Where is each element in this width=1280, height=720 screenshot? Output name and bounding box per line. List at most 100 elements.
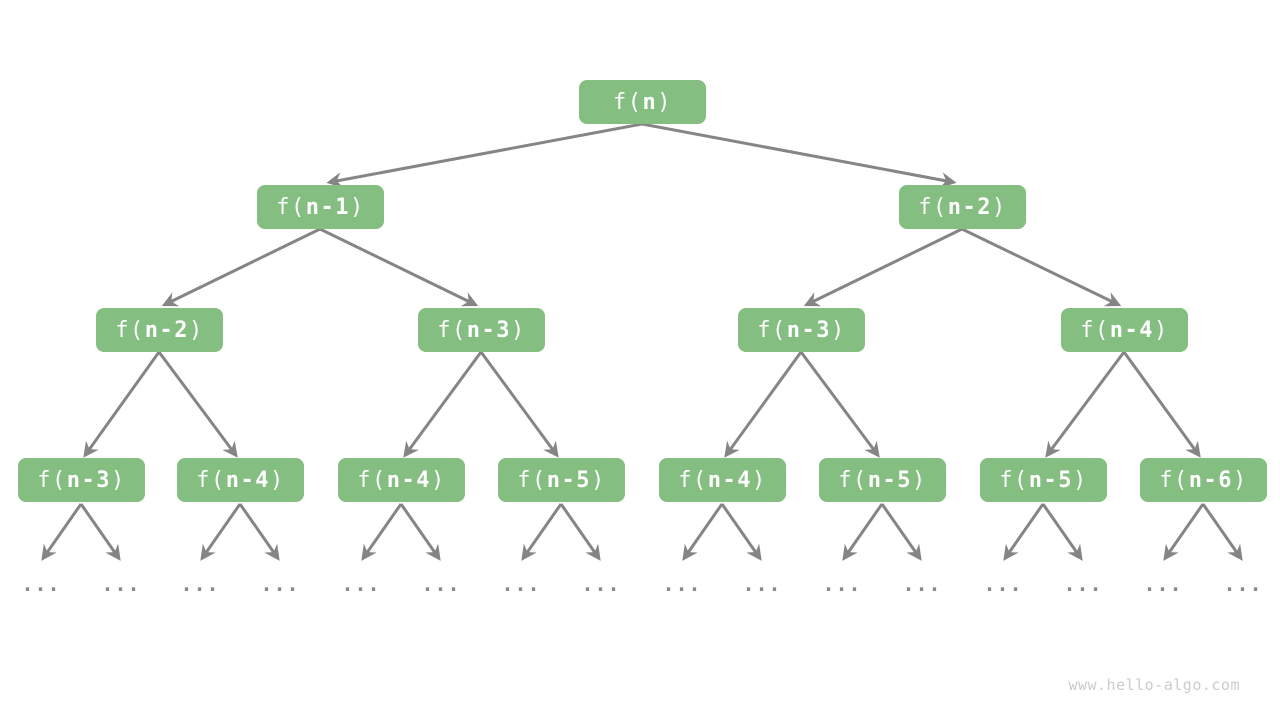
node-label-arg: n-4 bbox=[386, 467, 431, 493]
ellipsis-leaf-12: ... bbox=[902, 572, 942, 596]
node-l2-1-f-n-3: f(n-3) bbox=[418, 308, 545, 352]
node-label-suffix: ) bbox=[591, 467, 606, 493]
edge-l2c-l3f bbox=[799, 351, 880, 458]
node-label-prefix: f( bbox=[613, 89, 643, 115]
node-label-prefix: f( bbox=[276, 194, 306, 220]
ellipsis-leaf-7: ... bbox=[501, 572, 541, 596]
node-label-arg: n-3 bbox=[786, 317, 831, 343]
node-l2-3-f-n-4: f(n-4) bbox=[1061, 308, 1188, 352]
edge-l3e-dot10 bbox=[720, 503, 762, 561]
node-label-prefix: f( bbox=[115, 317, 145, 343]
edge-l2b-l3d bbox=[479, 351, 559, 458]
node-label-prefix: f( bbox=[918, 194, 948, 220]
node-label-suffix: ) bbox=[270, 467, 285, 493]
edge-l3b-dot3 bbox=[200, 503, 242, 561]
node-label-suffix: ) bbox=[111, 467, 126, 493]
node-l1-1-f-n-2: f(n-2) bbox=[899, 185, 1026, 229]
node-label-arg: n-5 bbox=[1028, 467, 1073, 493]
node-l3-4-f-n-4: f(n-4) bbox=[659, 458, 786, 502]
ellipsis-leaf-9: ... bbox=[662, 572, 702, 596]
ellipsis-leaf-11: ... bbox=[822, 572, 862, 596]
node-l3-1-f-n-4: f(n-4) bbox=[177, 458, 304, 502]
node-label-arg: n-4 bbox=[225, 467, 270, 493]
node-label-suffix: ) bbox=[189, 317, 204, 343]
node-label-prefix: f( bbox=[838, 467, 868, 493]
node-label-arg: n-2 bbox=[947, 194, 992, 220]
node-l3-0-f-n-3: f(n-3) bbox=[18, 458, 145, 502]
node-l3-7-f-n-6: f(n-6) bbox=[1140, 458, 1267, 502]
node-l3-5-f-n-5: f(n-5) bbox=[819, 458, 946, 502]
node-l3-3-f-n-5: f(n-5) bbox=[498, 458, 625, 502]
node-label-arg: n-5 bbox=[546, 467, 591, 493]
node-label-prefix: f( bbox=[678, 467, 708, 493]
edge-l2c-l3e bbox=[724, 351, 803, 458]
edge-l3b-dot4 bbox=[238, 503, 280, 561]
node-label-prefix: f( bbox=[1159, 467, 1189, 493]
ellipsis-leaf-16: ... bbox=[1223, 572, 1263, 596]
node-label-prefix: f( bbox=[437, 317, 467, 343]
edge-l1b-l2d bbox=[961, 227, 1122, 307]
node-label-suffix: ) bbox=[912, 467, 927, 493]
node-label-arg: n-2 bbox=[144, 317, 189, 343]
node-label-arg: n-3 bbox=[66, 467, 111, 493]
edge-l3a-dot1 bbox=[41, 503, 83, 561]
edge-l3c-dot5 bbox=[361, 503, 403, 561]
node-l3-2-f-n-4: f(n-4) bbox=[338, 458, 465, 502]
node-label-prefix: f( bbox=[1080, 317, 1110, 343]
edge-root-l1b bbox=[641, 122, 957, 188]
edge-l3g-dot13 bbox=[1003, 503, 1045, 561]
edge-l2d-l3h bbox=[1122, 351, 1201, 458]
edge-l3g-dot14 bbox=[1041, 503, 1083, 561]
edge-l2a-l3a bbox=[83, 351, 161, 458]
node-label-arg: n-1 bbox=[305, 194, 350, 220]
node-label-suffix: ) bbox=[1073, 467, 1088, 493]
edge-l3e-dot9 bbox=[682, 503, 724, 561]
node-label-prefix: f( bbox=[357, 467, 387, 493]
node-label-suffix: ) bbox=[992, 194, 1007, 220]
ellipsis-leaf-4: ... bbox=[260, 572, 300, 596]
node-l2-2-f-n-3: f(n-3) bbox=[738, 308, 865, 352]
edge-l3c-dot6 bbox=[399, 503, 441, 561]
node-l2-0-f-n-2: f(n-2) bbox=[96, 308, 223, 352]
ellipsis-leaf-8: ... bbox=[581, 572, 621, 596]
ellipsis-leaf-10: ... bbox=[742, 572, 782, 596]
edge-l3f-dot11 bbox=[842, 503, 884, 561]
node-root-f-n: f(n) bbox=[579, 80, 706, 124]
ellipsis-leaf-14: ... bbox=[1063, 572, 1103, 596]
edge-l3d-dot8 bbox=[559, 503, 601, 561]
node-label-arg: n-6 bbox=[1188, 467, 1233, 493]
edge-l3f-dot12 bbox=[880, 503, 922, 561]
node-label-prefix: f( bbox=[196, 467, 226, 493]
edge-l1a-l2b bbox=[319, 227, 479, 307]
node-label-prefix: f( bbox=[37, 467, 67, 493]
node-label-suffix: ) bbox=[350, 194, 365, 220]
node-label-arg: n-4 bbox=[707, 467, 752, 493]
node-label-prefix: f( bbox=[517, 467, 547, 493]
edge-l3h-dot15 bbox=[1163, 503, 1205, 561]
edge-l1a-l2a bbox=[161, 227, 321, 307]
edge-l2a-l3b bbox=[157, 351, 238, 458]
watermark-url: www.hello-algo.com bbox=[1068, 676, 1240, 694]
edge-l2d-l3g bbox=[1045, 351, 1126, 458]
node-l1-0-f-n-1: f(n-1) bbox=[257, 185, 384, 229]
node-label-suffix: ) bbox=[1154, 317, 1169, 343]
edge-root-l1a bbox=[326, 122, 643, 188]
edge-l3a-dot2 bbox=[79, 503, 121, 561]
node-label-suffix: ) bbox=[1233, 467, 1248, 493]
edge-l3h-dot16 bbox=[1201, 503, 1243, 561]
ellipsis-leaf-3: ... bbox=[180, 572, 220, 596]
edge-l3d-dot7 bbox=[521, 503, 563, 561]
edge-l2b-l3c bbox=[403, 351, 483, 458]
ellipsis-leaf-15: ... bbox=[1143, 572, 1183, 596]
node-label-suffix: ) bbox=[752, 467, 767, 493]
edge-l1b-l2c bbox=[803, 227, 963, 307]
node-label-suffix: ) bbox=[511, 317, 526, 343]
node-label-prefix: f( bbox=[757, 317, 787, 343]
ellipsis-leaf-2: ... bbox=[101, 572, 141, 596]
node-l3-6-f-n-5: f(n-5) bbox=[980, 458, 1107, 502]
ellipsis-leaf-1: ... bbox=[21, 572, 61, 596]
node-label-arg: n-4 bbox=[1109, 317, 1154, 343]
ellipsis-leaf-5: ... bbox=[341, 572, 381, 596]
node-label-arg: n-5 bbox=[867, 467, 912, 493]
